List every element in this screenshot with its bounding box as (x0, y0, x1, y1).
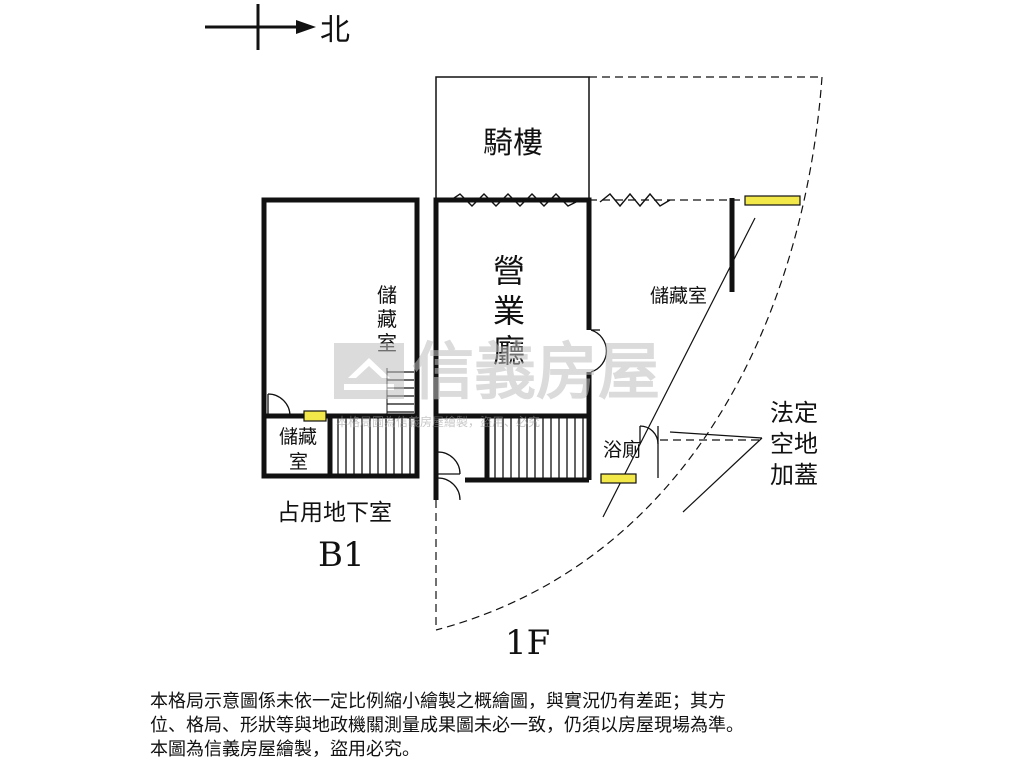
b1-storage-tall-char-1: 儲 (377, 283, 397, 307)
business-hall-char-2: 業 (493, 292, 525, 330)
f1-floor-label: 1F (505, 623, 550, 663)
window-bathroom (600, 473, 637, 484)
b1-storage-tall-char-2: 藏 (377, 307, 397, 331)
disclaimer-line-1: 本格局示意圖係未依一定比例縮小繪製之概繪圖，與實況仍有差距；其方 (150, 691, 726, 712)
annotation-line-2: 空地 (770, 430, 818, 458)
f1-storage-label: 儲藏室 (650, 285, 707, 307)
b1-floor-label: B1 (318, 535, 365, 575)
f1-doors (437, 329, 659, 501)
b1-door (267, 393, 291, 417)
f1-grilles (447, 192, 671, 208)
watermark: 信義房屋 本格局圖為信義房屋繪製，盜用、必究 (334, 335, 660, 429)
north-arrow: 北 (205, 4, 350, 50)
b1-storage-small-line-2: 室 (289, 451, 308, 473)
watermark-logo (334, 343, 404, 399)
annotation-line-3: 加蓋 (770, 461, 818, 489)
business-hall-char-3: 廳 (493, 332, 525, 370)
annotation-line-1: 法定 (770, 399, 818, 427)
north-label: 北 (320, 13, 350, 48)
f1-stairs (494, 418, 584, 478)
b1-window (303, 410, 327, 422)
arcade-area: 騎樓 (435, 76, 822, 201)
bathroom-label: 浴廁 (603, 438, 641, 461)
disclaimer: 本格局示意圖係未依一定比例縮小繪製之概繪圖，與實況仍有差距；其方 位、格局、形狀… (150, 690, 890, 762)
disclaimer-line-3: 本圖為信義房屋繪製，盜用必究。 (150, 739, 420, 760)
watermark-strip: 本格局圖為信義房屋繪製，盜用、必究 (336, 414, 540, 429)
b1-storage-small-line-1: 儲藏 (279, 426, 317, 448)
watermark-brand: 信義房屋 (412, 335, 660, 408)
business-hall-char-1: 營 (493, 252, 525, 290)
window-north (744, 195, 801, 206)
arcade-label: 騎樓 (483, 126, 543, 161)
b1-caption: 占用地下室 (277, 500, 392, 526)
disclaimer-line-2: 位、格局、形狀等與地政機關測量成果圖未必一致，仍須以房屋現場為準。 (150, 715, 744, 736)
legal-open-space-annotation: 法定 空地 加蓋 (669, 399, 818, 513)
f1-walls (433, 197, 735, 500)
